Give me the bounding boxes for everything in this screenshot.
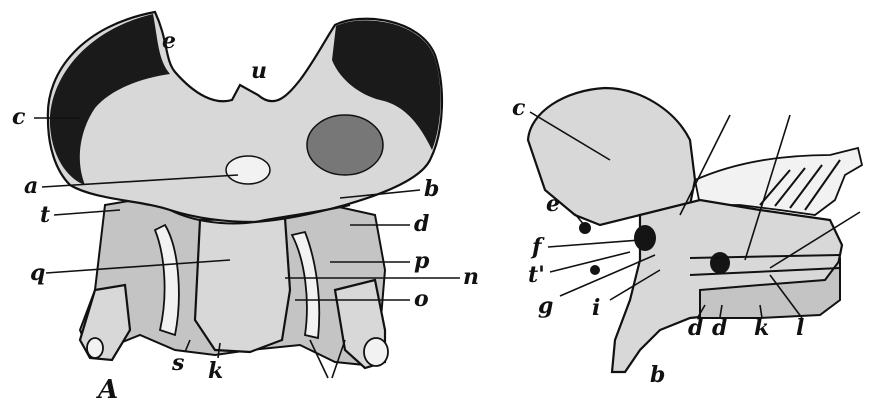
label-a-a: a <box>24 173 38 199</box>
label-a-k: k <box>208 358 223 384</box>
label-b-e: e <box>546 191 560 217</box>
figure-a-right-fossa <box>307 115 383 175</box>
label-b-g: g <box>538 293 553 319</box>
label-b-d2: d <box>712 315 727 341</box>
figure-a <box>48 12 442 368</box>
label-a-e: e <box>162 28 176 54</box>
label-b-k: k <box>754 315 769 341</box>
label-b-d1: d <box>688 315 703 341</box>
leader-b-t <box>550 252 630 272</box>
label-a-c: c <box>12 104 26 130</box>
label-b-l: l <box>796 315 804 341</box>
leader-b-f <box>548 240 640 247</box>
label-a-u: u <box>251 58 267 84</box>
label-b-t-prime: t' <box>528 262 545 288</box>
figure-a-central-column <box>195 218 290 352</box>
label-b-i: i <box>592 295 600 321</box>
panel-label-a: A <box>95 375 118 405</box>
label-b-c: c <box>512 95 526 121</box>
panel-label-b: b <box>650 362 665 388</box>
label-a-n: n <box>463 264 479 290</box>
figure-b-foramen-t <box>590 265 600 275</box>
figure-b-foramen-large <box>710 252 730 274</box>
label-a-q: q <box>30 260 45 286</box>
label-a-d: d <box>414 211 429 237</box>
figure-b-foramen-e <box>579 222 591 234</box>
label-a-t: t <box>40 202 50 228</box>
label-a-b: b <box>424 176 439 202</box>
label-a-o: o <box>414 286 429 312</box>
label-b-f: f <box>530 234 545 260</box>
figure-a-central-notch <box>226 156 270 184</box>
label-a-s: s <box>171 350 184 376</box>
figure-a-right-horn-tip <box>364 338 388 366</box>
figure-a-left-horn-tip <box>87 338 103 358</box>
label-a-p: p <box>414 248 430 274</box>
figure-b-foramen-f <box>634 225 656 251</box>
